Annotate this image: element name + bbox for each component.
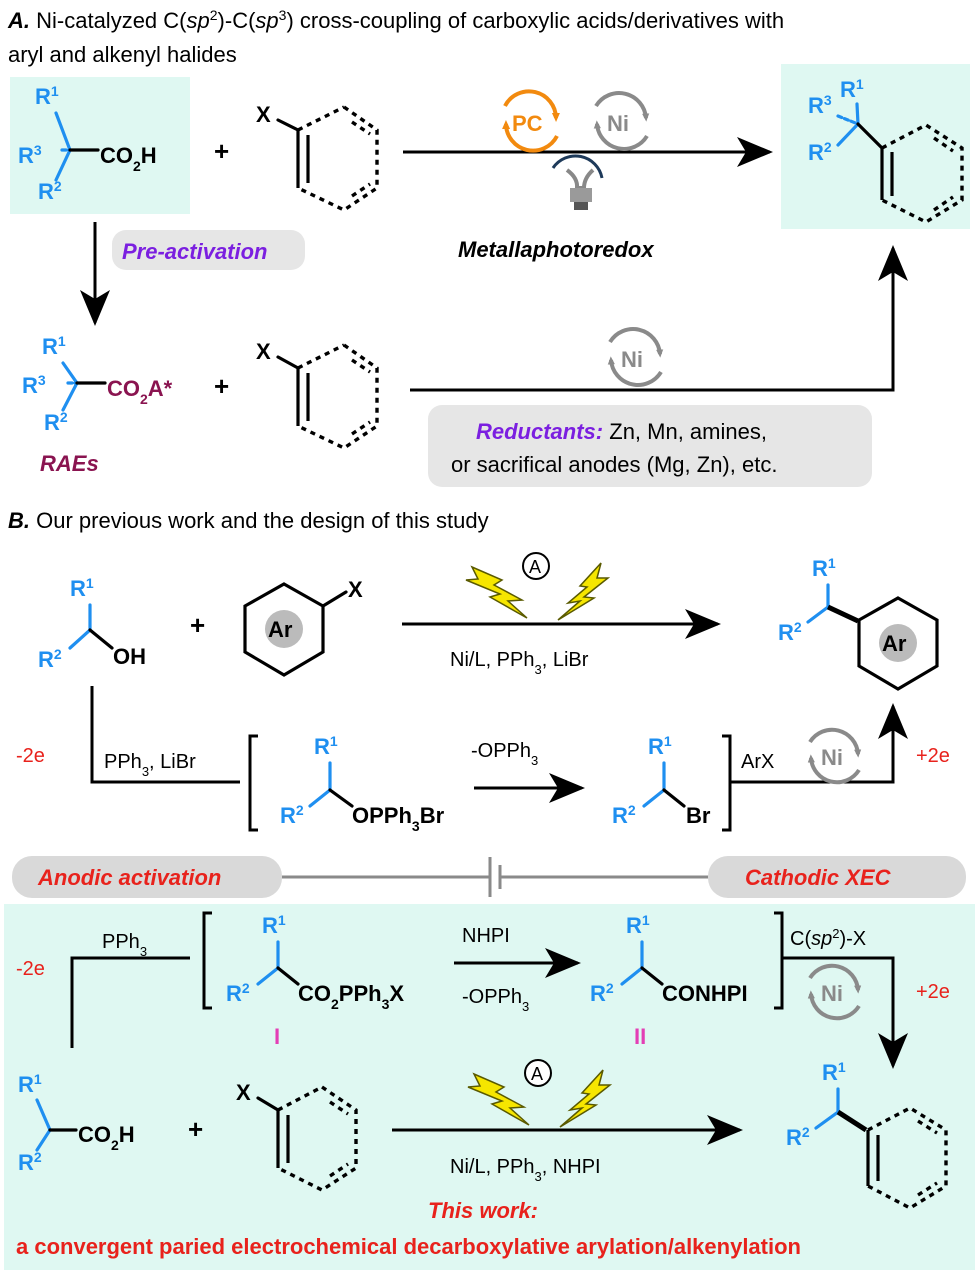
pre-activation-label: Pre-activation xyxy=(122,239,268,264)
cathodic-line-bottom xyxy=(782,956,908,1069)
section-a: A. Ni-catalyzed C(sp2)-C(sp3) cross-coup… xyxy=(7,7,970,487)
bracket-right-top xyxy=(722,734,732,832)
reductants-line2: or sacrifical anodes (Mg, Zn), etc. xyxy=(451,452,777,477)
cathodic-xec-pill xyxy=(708,856,966,898)
alkoxyphosphonium-structure: R1 R2 OPPh3Br xyxy=(280,733,445,834)
arx-label: ArX xyxy=(741,751,774,773)
product-highlight-box-a xyxy=(781,64,970,229)
metallaphotoredox-label: Metallaphotoredox xyxy=(458,237,654,262)
svg-text:Ar: Ar xyxy=(268,617,293,642)
csp2-x-label: C(sp2)-X xyxy=(790,926,866,951)
anodic-line-top xyxy=(90,686,240,784)
svg-text:A: A xyxy=(529,557,541,577)
svg-text:A: A xyxy=(531,1064,543,1084)
product-structure-b1: R1 R2 Ar xyxy=(778,555,939,691)
svg-text:X: X xyxy=(348,577,363,602)
minus-opph3-top: -OPPh3 xyxy=(471,740,538,768)
ni-cycle-icon-b2: Ni xyxy=(807,963,862,1021)
plus-sign: + xyxy=(214,136,229,166)
svg-text:X: X xyxy=(256,102,271,127)
ni-cycle-icon-top: Ni xyxy=(593,91,650,151)
anode-electricity-icon-top: A xyxy=(465,552,611,621)
svg-text:R2: R2 xyxy=(280,802,304,828)
halide-structure-a2: X xyxy=(256,339,379,450)
svg-text:Ar: Ar xyxy=(882,631,907,656)
halide-structure-a1: X xyxy=(256,102,379,212)
pc-cycle-icon: PC xyxy=(502,89,560,153)
alkyl-bromide-structure: R1 R2 Br xyxy=(612,733,711,828)
acid-highlight-box xyxy=(10,77,190,214)
anodic-activation-label: Anodic activation xyxy=(37,865,221,890)
svg-text:R1: R1 xyxy=(812,555,836,581)
intermediate-i-label: I xyxy=(274,1024,280,1049)
cathodic-xec-label: Cathodic XEC xyxy=(745,865,892,890)
svg-text:OPPh3Br: OPPh3Br xyxy=(352,803,445,834)
section-a-title-line2: aryl and alkenyl halides xyxy=(8,42,237,67)
svg-text:Ni: Ni xyxy=(621,347,643,372)
svg-text:R3: R3 xyxy=(22,372,46,398)
nhpi-label: NHPI xyxy=(462,925,510,947)
ni-cycle-icon-mid: Ni xyxy=(607,327,664,387)
svg-text:Br: Br xyxy=(686,803,711,828)
pph3-libr-label: PPh3, LiBr xyxy=(104,751,196,779)
svg-text:CO2A*: CO2A* xyxy=(107,376,173,407)
aryl-halide-structure: Ar X xyxy=(243,577,363,677)
anodic-activation-pill xyxy=(12,856,282,898)
intermediate-ii-label: II xyxy=(634,1024,646,1049)
plus-sign-3: + xyxy=(190,610,205,640)
section-a-title: A. Ni-catalyzed C(sp2)-C(sp3) cross-coup… xyxy=(7,7,784,33)
svg-text:Ni: Ni xyxy=(607,111,629,136)
svg-text:R2: R2 xyxy=(38,646,62,672)
svg-text:R1: R1 xyxy=(648,733,672,759)
svg-text:R2: R2 xyxy=(44,409,68,435)
bracket-right-bottom xyxy=(774,911,784,1010)
svg-text:CONHPI: CONHPI xyxy=(662,981,748,1006)
reductants-line1: Reductants: Zn, Mn, amines, xyxy=(476,419,767,444)
anodic-line-bottom xyxy=(70,956,190,1048)
svg-text:OH: OH xyxy=(113,644,146,669)
svg-text:X: X xyxy=(256,339,271,364)
svg-text:R1: R1 xyxy=(314,733,338,759)
bracket-left-top xyxy=(248,734,258,832)
ni-cycle-icon-b1: Ni xyxy=(807,727,862,785)
plus-sign-4: + xyxy=(188,1114,203,1144)
minus-2e-bottom: -2e xyxy=(16,958,45,980)
rae-structure: R1 R3 R2 CO2A* RAEs xyxy=(22,333,173,476)
svg-text:R1: R1 xyxy=(42,333,66,359)
minus-2e-top: -2e xyxy=(16,745,45,767)
section-b-title: B. Our previous work and the design of t… xyxy=(8,508,489,533)
arrow-reductive-coupling xyxy=(410,245,908,392)
this-work-label: This work: xyxy=(428,1198,538,1223)
alcohol-structure: R1 R2 OH xyxy=(38,575,146,672)
plus-2e-top: +2e xyxy=(916,745,950,767)
cathodic-line-top xyxy=(730,703,908,784)
raes-label: RAEs xyxy=(40,451,99,476)
svg-text:PC: PC xyxy=(512,111,543,136)
conditions-top-b: Ni/L, PPh3, LiBr xyxy=(450,649,589,677)
light-bulb-icon xyxy=(551,154,604,210)
svg-text:R1: R1 xyxy=(70,575,94,601)
svg-text:Ni: Ni xyxy=(821,981,843,1006)
pre-activation-pill xyxy=(112,230,305,270)
section-b: B. Our previous work and the design of t… xyxy=(4,508,975,1270)
bracket-left-bottom xyxy=(202,911,212,1010)
svg-text:R2: R2 xyxy=(612,802,636,828)
svg-text:X: X xyxy=(236,1080,251,1105)
svg-text:R2: R2 xyxy=(778,619,802,645)
plus-2e-bottom: +2e xyxy=(916,981,950,1003)
plus-sign-2: + xyxy=(214,371,229,401)
this-work-description: a convergent paried electrochemical deca… xyxy=(16,1234,801,1259)
anode-electricity-icon-bottom: A xyxy=(467,1059,613,1128)
svg-text:Ni: Ni xyxy=(821,745,843,770)
reductants-box xyxy=(428,405,872,487)
halide-structure-b: X xyxy=(236,1080,358,1192)
